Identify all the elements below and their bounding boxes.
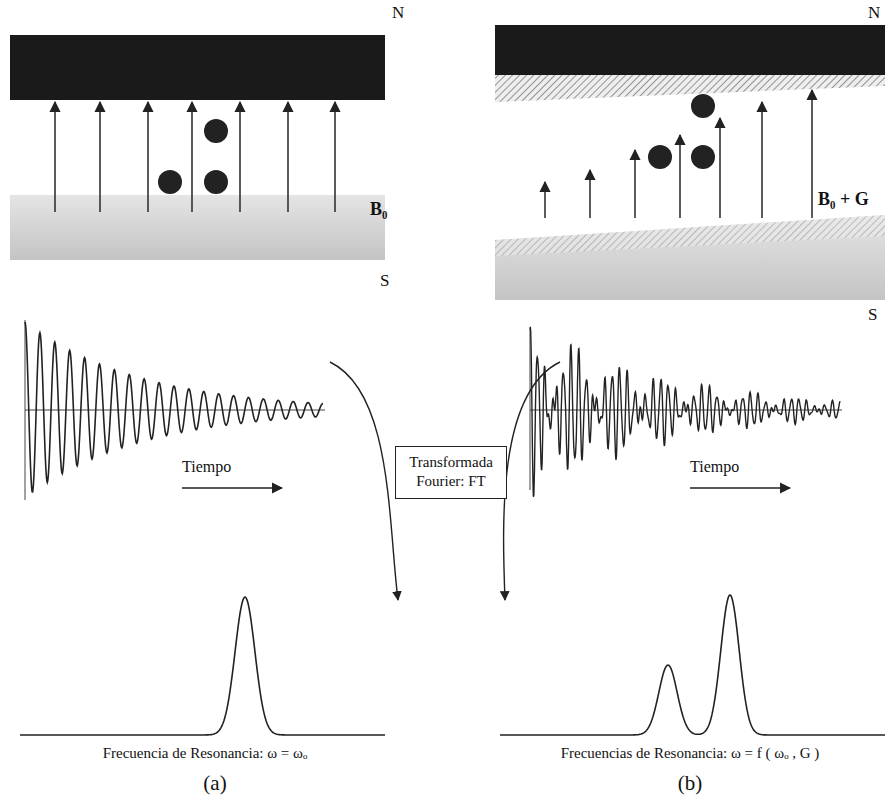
- field-label: B₀: [370, 200, 387, 220]
- field-label: S: [868, 306, 877, 325]
- frequency-caption: Frecuencias de Resonancia: ω = f ( ωₒ , …: [561, 745, 820, 762]
- south-pole: [495, 215, 885, 300]
- amplitude-axis: [25, 320, 26, 500]
- field-arrows: [545, 90, 812, 218]
- transform-arrow: [330, 362, 398, 600]
- fid-signal: [530, 327, 840, 497]
- field-label: B₀ + G: [818, 190, 869, 210]
- frequency-caption: Frecuencia de Resonancia: ω = ωₒ: [103, 745, 308, 762]
- process-box: Transformada Fourier: FT: [395, 446, 507, 499]
- amplitude-axis: [530, 330, 531, 490]
- south-pole: [10, 195, 385, 260]
- time-arrow: [690, 487, 790, 489]
- spectrum: [500, 595, 885, 735]
- panel-label: (b): [678, 772, 703, 795]
- time-arrow: [182, 487, 282, 489]
- axis-label: Tiempo: [690, 458, 739, 476]
- nuclei: [158, 119, 228, 194]
- axis-label: Tiempo: [182, 458, 231, 476]
- north-pole: [495, 25, 885, 75]
- box-text: Transformada Fourier: FT: [406, 453, 496, 492]
- nuclei: [648, 94, 715, 169]
- spectrum: [20, 597, 385, 735]
- panel-label: (a): [203, 772, 226, 795]
- gradient-wedge: [495, 215, 885, 256]
- field-label: N: [868, 4, 880, 23]
- north-pole: [10, 35, 385, 100]
- transform-arrow: [504, 362, 560, 600]
- gradient-wedge: [495, 75, 885, 102]
- field-arrows: [55, 102, 335, 212]
- time-axis: [25, 410, 325, 411]
- field-label: S: [380, 272, 389, 291]
- field-label: N: [392, 4, 404, 23]
- fid-signal: [25, 322, 323, 493]
